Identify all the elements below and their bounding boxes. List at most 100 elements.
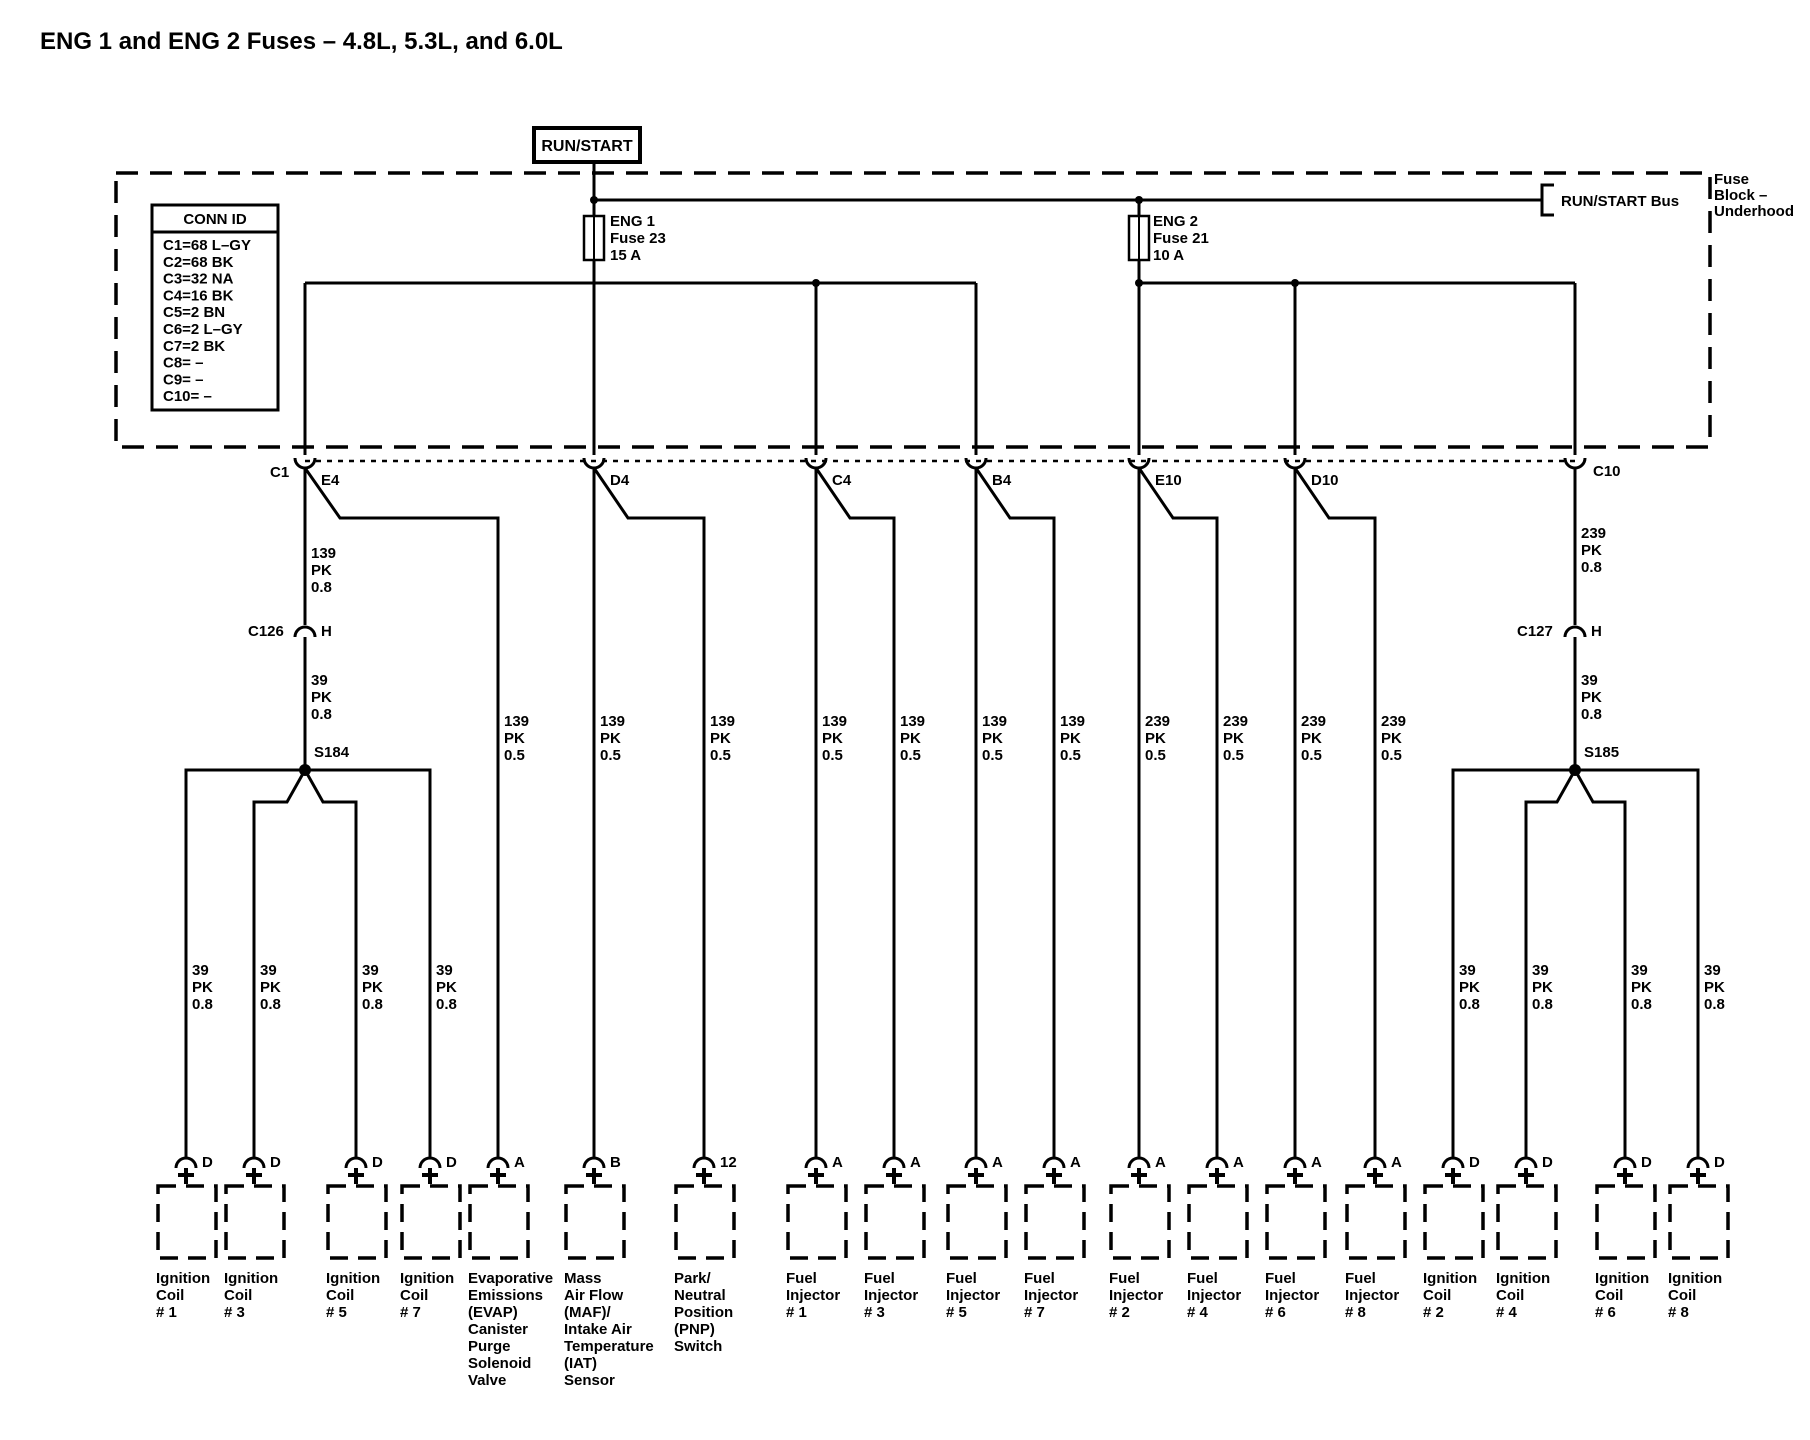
wire-e10-inj4	[1137, 467, 1219, 1158]
wire-circuit-number: 39	[1581, 672, 1598, 689]
component-pin	[692, 1156, 716, 1169]
component-label: Fuel	[946, 1270, 977, 1287]
component-body	[1496, 1184, 1558, 1260]
eng1-fuse-rating: 15 A	[610, 247, 641, 264]
conn-id-line: C5=2 BN	[163, 304, 225, 321]
component-pin	[1613, 1156, 1637, 1169]
component-body	[1109, 1184, 1171, 1260]
conn-id-line: C9= –	[163, 371, 203, 388]
component-label: Solenoid	[468, 1355, 531, 1372]
component-label: Switch	[674, 1338, 722, 1355]
component-label: # 3	[864, 1304, 885, 1321]
component-label: Injector	[1265, 1287, 1319, 1304]
connector-c126-label: C126	[248, 623, 284, 640]
component-body	[224, 1184, 286, 1260]
c1-pin-b4	[964, 457, 988, 470]
component: AEvaporativeEmissions(EVAP)CanisterPurge…	[468, 1154, 553, 1389]
run-start-bus-bracket	[1540, 183, 1554, 217]
pin-b4-label: B4	[992, 472, 1012, 489]
component-label: # 4	[1496, 1304, 1518, 1321]
wire-circuit-number: 139	[311, 545, 336, 562]
wire-color: PK	[822, 730, 843, 747]
connector-c127-label: C127	[1517, 623, 1553, 640]
wire-circuit-number: 239	[1145, 713, 1170, 730]
conn-id-line: C2=68 BK	[163, 254, 234, 271]
component-body	[946, 1184, 1008, 1260]
wire-color: PK	[1145, 730, 1166, 747]
wire-size: 0.8	[1581, 559, 1602, 576]
component-label: Coil	[400, 1287, 428, 1304]
wire-size: 0.5	[1060, 747, 1081, 764]
component-label: Fuel	[1265, 1270, 1296, 1287]
component-label: Temperature	[564, 1338, 654, 1355]
component-body	[156, 1184, 218, 1260]
component-body	[1265, 1184, 1327, 1260]
component-label: # 5	[326, 1304, 347, 1321]
conn-id-title: CONN ID	[183, 211, 247, 228]
wire-circuit-number: 139	[710, 713, 735, 730]
component-label: Ignition	[1423, 1270, 1477, 1287]
component-pin-label: A	[514, 1154, 525, 1171]
component-pin	[344, 1156, 368, 1169]
wire-circuit-number: 39	[1704, 962, 1721, 979]
connector-c127-pin-label: H	[1591, 623, 1602, 640]
component-label: Sensor	[564, 1372, 615, 1389]
c1-pin-d10	[1283, 457, 1307, 470]
wire-size: 0.5	[1301, 747, 1322, 764]
component-label: Intake Air	[564, 1321, 632, 1338]
component-label: Injector	[1187, 1287, 1241, 1304]
wire-size: 0.5	[1223, 747, 1244, 764]
wire-color: PK	[1532, 979, 1553, 996]
s185-branch-right	[1573, 769, 1627, 1158]
component-label: Fuel	[786, 1270, 817, 1287]
component-pin-label: A	[1070, 1154, 1081, 1171]
conn-id-line: C4=16 BK	[163, 287, 234, 304]
component-pin-label: D	[1714, 1154, 1725, 1171]
component-label: Coil	[1668, 1287, 1696, 1304]
component-body	[326, 1184, 388, 1260]
conn-id-line: C10= –	[163, 388, 212, 405]
component-label: Ignition	[1496, 1270, 1550, 1287]
wire-circuit-number: 239	[1223, 713, 1248, 730]
component-pin-label: D	[270, 1154, 281, 1171]
wire-size: 0.8	[260, 996, 281, 1013]
conn-id-line: C6=2 L–GY	[163, 321, 243, 338]
component-label: Injector	[1109, 1287, 1163, 1304]
component-label: # 1	[786, 1304, 807, 1321]
component-label: Injector	[786, 1287, 840, 1304]
wire-circuit-number: 39	[362, 962, 379, 979]
component-label: Ignition	[1668, 1270, 1722, 1287]
pin-c4-label: C4	[832, 472, 852, 489]
component-pin-label: A	[910, 1154, 921, 1171]
component-label: # 6	[1265, 1304, 1286, 1321]
wire-color: PK	[1581, 542, 1602, 559]
wire-color: PK	[1381, 730, 1402, 747]
wire-size: 0.5	[1381, 747, 1402, 764]
component-pin	[1283, 1156, 1307, 1169]
component-label: Ignition	[156, 1270, 210, 1287]
splice-s184-label: S184	[314, 744, 350, 761]
wire-size: 0.8	[362, 996, 383, 1013]
splice-s185-label: S185	[1584, 744, 1619, 761]
wire-color: PK	[192, 979, 213, 996]
component-label: Injector	[864, 1287, 918, 1304]
component-body	[564, 1184, 626, 1260]
eng2-fuse-rating: 10 A	[1153, 247, 1184, 264]
component-pin	[1205, 1156, 1229, 1169]
s184-branch-right	[303, 769, 358, 1158]
